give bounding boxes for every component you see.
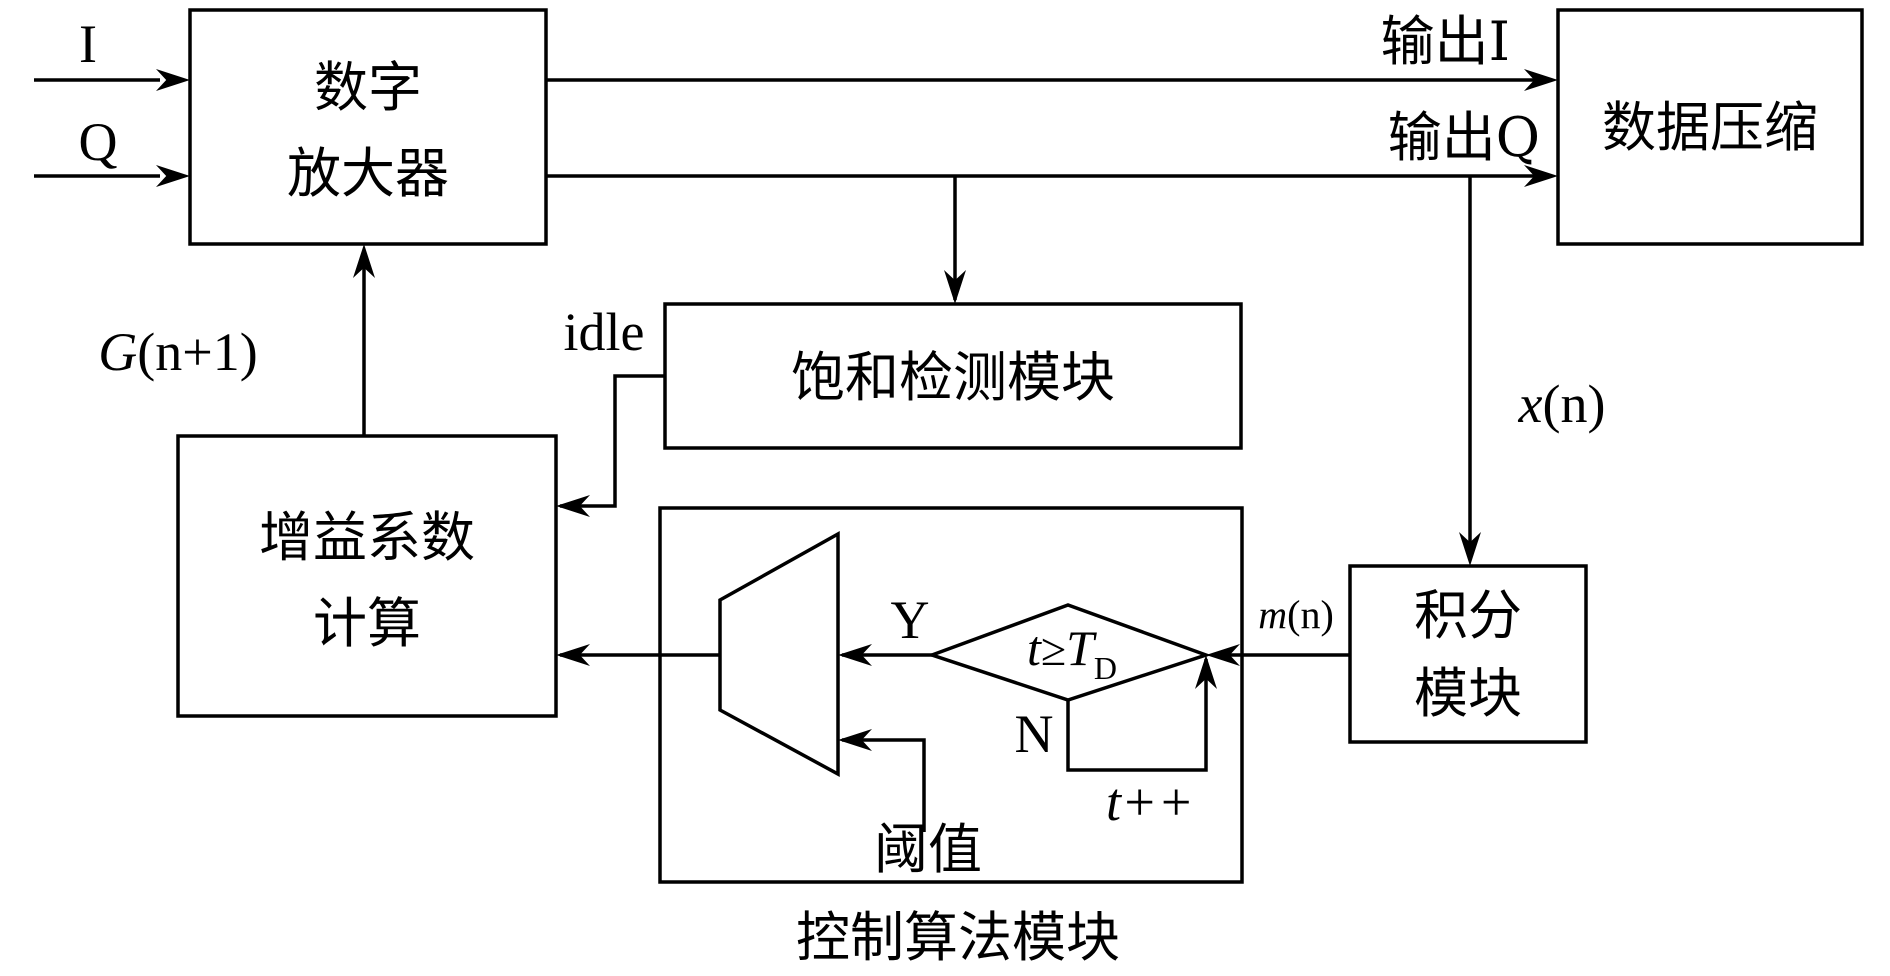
decision-diamond [926, 603, 1212, 702]
gain-calc-label-line1: 增益系数 [259, 506, 475, 569]
threshold-label: 阈值 [874, 818, 982, 881]
output-i-label: 输出I [1381, 10, 1510, 73]
xn-x: x [1518, 374, 1543, 434]
compression-label: 数据压缩 [1602, 96, 1818, 159]
condition-ge: ≥ [1041, 624, 1066, 675]
no-loop-line [1066, 659, 1208, 772]
gain-feedback-g: G [98, 322, 137, 382]
condition-T: T [1066, 620, 1097, 676]
amplifier-label-line2: 放大器 [287, 142, 449, 205]
threshold-line [842, 738, 926, 832]
integrator-label-line2: 模块 [1414, 662, 1522, 725]
increment-label: t++ [1106, 772, 1194, 832]
input-i-label: I [79, 14, 97, 74]
gain-feedback-label: G(n+1) [98, 322, 257, 382]
arrowhead-output-i [1524, 69, 1558, 91]
saturation-label: 饱和检测模块 [791, 346, 1115, 409]
idle-line [560, 374, 665, 508]
yes-label: Y [891, 590, 930, 650]
integrator-label-line1: 积分 [1414, 584, 1522, 647]
control-module-title: 控制算法模块 [796, 906, 1120, 969]
gain-calc-label-line2: 计算 [313, 592, 421, 655]
condition-label: t≥TD [1027, 620, 1117, 686]
arrowhead-input-i [156, 69, 190, 91]
mn-m: m [1258, 592, 1287, 637]
control-module-box [658, 506, 1244, 884]
multiplexer-shape [718, 531, 840, 777]
idle-label: idle [564, 302, 645, 362]
arrowhead-input-q [156, 165, 190, 187]
no-label: N [1015, 704, 1054, 764]
gain-feedback-expr: (n+1) [137, 322, 257, 382]
condition-sub: D [1094, 650, 1117, 686]
condition-t: t [1027, 620, 1042, 676]
data-compression-box [1556, 8, 1864, 246]
mn-expr: (n) [1287, 592, 1334, 637]
gain-calc-box [176, 434, 558, 718]
amplifier-label-line1: 数字 [314, 56, 422, 119]
xn-label: x(n) [1518, 374, 1606, 434]
output-q-label: 输出Q [1388, 106, 1540, 169]
xn-expr: (n) [1543, 374, 1606, 434]
input-q-label: Q [79, 112, 118, 172]
mn-label: m(n) [1258, 592, 1334, 637]
arrowhead-output-q [1524, 165, 1558, 187]
digital-amplifier-box [188, 8, 548, 246]
